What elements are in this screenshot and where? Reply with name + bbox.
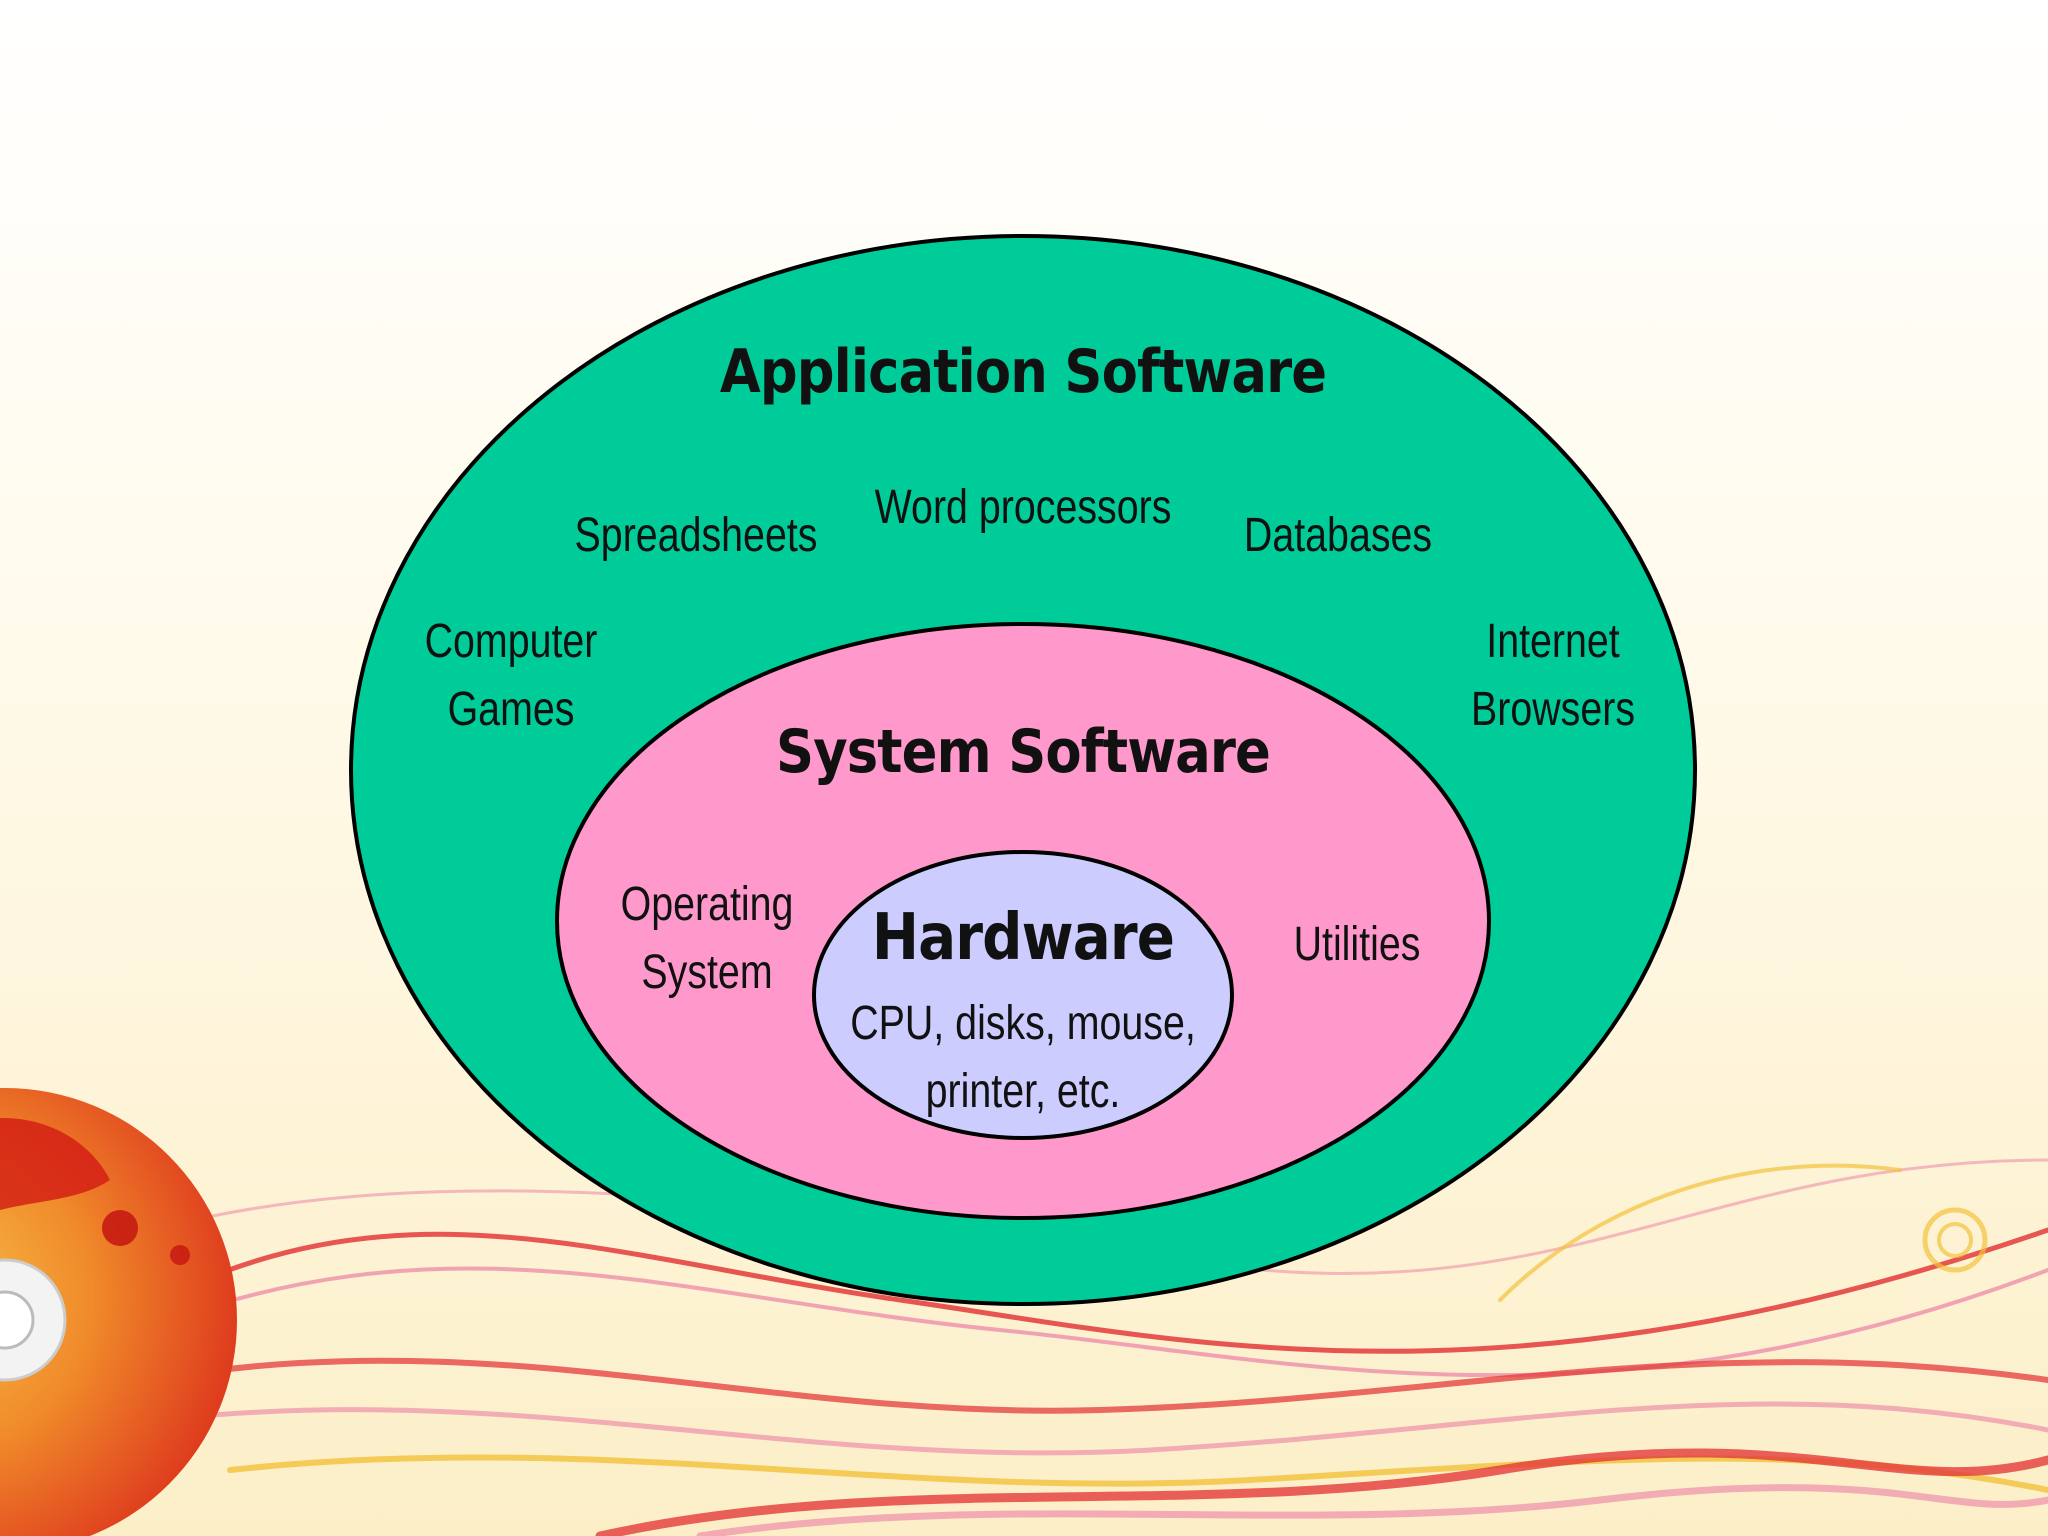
hardware-title: Hardware [872, 901, 1174, 975]
internet-browsers-label: Internet Browsers [1471, 608, 1635, 744]
hardware-items-line2: printer, etc. [850, 1058, 1196, 1126]
internet-browsers-line2: Browsers [1471, 676, 1635, 744]
computer-games-line2: Games [425, 676, 598, 744]
operating-system-line2: System [621, 939, 794, 1007]
spreadsheets-label: Spreadsheets [575, 502, 818, 570]
operating-system-line1: Operating [621, 871, 794, 939]
application-software-title: Application Software [720, 337, 1326, 407]
operating-system-label: Operating System [621, 871, 794, 1007]
hardware-items-line1: CPU, disks, mouse, [850, 990, 1196, 1058]
computer-games-line1: Computer [425, 608, 598, 676]
system-software-title: System Software [776, 717, 1270, 787]
utilities-label: Utilities [1294, 911, 1421, 979]
hardware-items-label: CPU, disks, mouse, printer, etc. [850, 990, 1196, 1126]
internet-browsers-line1: Internet [1471, 608, 1635, 676]
databases-label: Databases [1244, 502, 1432, 570]
word-processors-label: Word processors [875, 474, 1172, 542]
computer-games-label: Computer Games [425, 608, 598, 744]
